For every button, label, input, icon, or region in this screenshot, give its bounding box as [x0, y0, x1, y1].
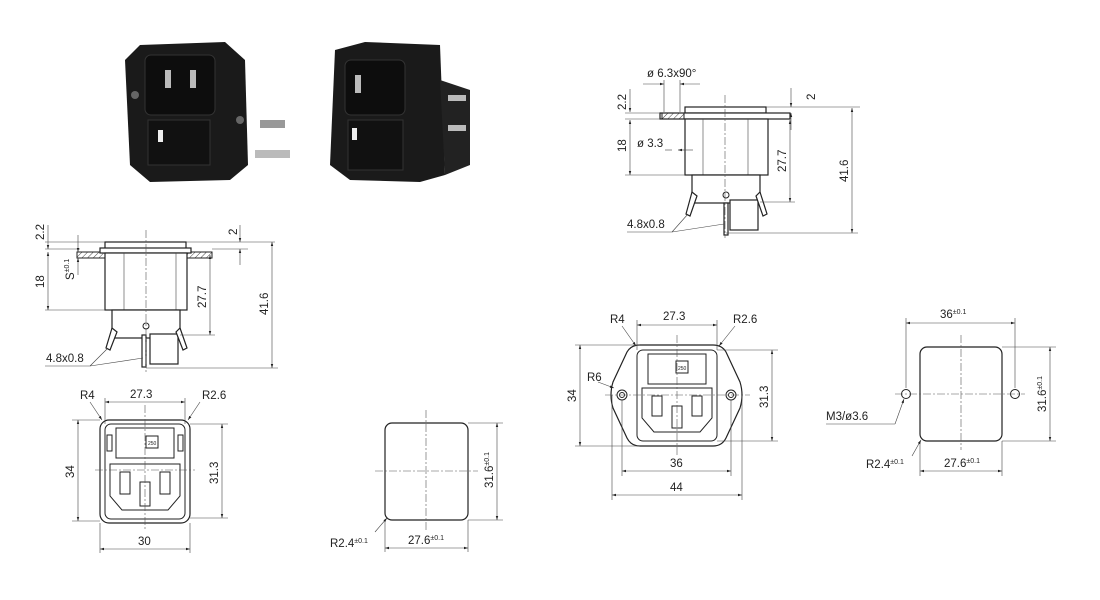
cutout-width-label: 27.6±0.1: [944, 458, 980, 470]
cutout-height-label: 31.6±0.1: [1037, 376, 1049, 412]
dim-cap-label: 2: [806, 94, 818, 100]
tab-label: 4.8x0.8: [627, 219, 665, 231]
dim-total-label: 41.6: [259, 293, 271, 315]
dim-depth-label: 27.7: [197, 286, 209, 308]
cutout-width-label: 27.6±0.1: [408, 535, 444, 547]
height-outer-label: 34: [567, 389, 579, 402]
height-inner-label: 31.3: [759, 386, 771, 408]
left-side-view: 2.2 18 S±0.1 2 27.7 41.6 4.8x0.8: [35, 224, 278, 372]
width-top-label: 27.3: [663, 311, 685, 323]
right-panel-cutout: 36±0.1 31.6±0.1 M3/ø3.6 R2.4±0.1 27.6±0.…: [826, 309, 1056, 476]
left-panel-cutout: 31.6±0.1 27.6±0.1 R2.4±0.1: [330, 410, 503, 552]
r-left-label: R4: [610, 314, 625, 326]
countersink-label: ø 6.3x90°: [647, 68, 696, 80]
dim-top-label: 2.2: [35, 224, 47, 240]
right-front-view: 250 R4 27.3 R2.6 R6 34 31.3 36 44: [567, 311, 778, 500]
hole-label: ø 3.3: [637, 138, 663, 150]
cutout-radius-label: R2.4±0.1: [866, 459, 904, 471]
r-right-label: R2.6: [733, 314, 757, 326]
width-top-label: 27.3: [130, 389, 152, 401]
fuse-label: 250: [678, 366, 687, 372]
hole-spacing-label: 36±0.1: [940, 309, 966, 321]
dim-panel-label: S±0.1: [64, 259, 77, 280]
product-photo-front: [125, 42, 290, 182]
r-flange-label: R6: [587, 372, 602, 384]
dim-height-label: 18: [35, 275, 47, 288]
dim-total-label: 41.6: [839, 160, 851, 182]
dim-depth-label: 27.7: [777, 150, 789, 172]
hole-thread-label: M3/ø3.6: [826, 411, 868, 423]
product-photo-angled: [330, 42, 470, 182]
dim-cap-label: 2: [228, 229, 240, 235]
left-front-view: 250 R4 27.3 R2.6 34 31.3 30: [65, 389, 228, 553]
dim-top-label: 2.2: [617, 94, 629, 110]
tab-label: 4.8x0.8: [46, 353, 84, 365]
height-inner-label: 31.3: [209, 462, 221, 484]
r-left-label: R4: [80, 390, 95, 402]
r-right-label: R2.6: [202, 390, 226, 402]
width-bottom-label: 30: [138, 536, 151, 548]
fuse-label: 250: [148, 441, 157, 447]
right-side-view: ø 6.3x90° 2.2 18 ø 3.3 2 27.7 41.6 4.8x0…: [617, 68, 860, 238]
cutout-radius-label: R2.4±0.1: [330, 538, 368, 550]
flange-width-label: 44: [670, 482, 683, 494]
height-outer-label: 34: [65, 465, 77, 478]
hole-spacing-label: 36: [670, 458, 683, 470]
cutout-height-label: 31.6±0.1: [484, 452, 496, 488]
dim-height-label: 18: [617, 139, 629, 152]
